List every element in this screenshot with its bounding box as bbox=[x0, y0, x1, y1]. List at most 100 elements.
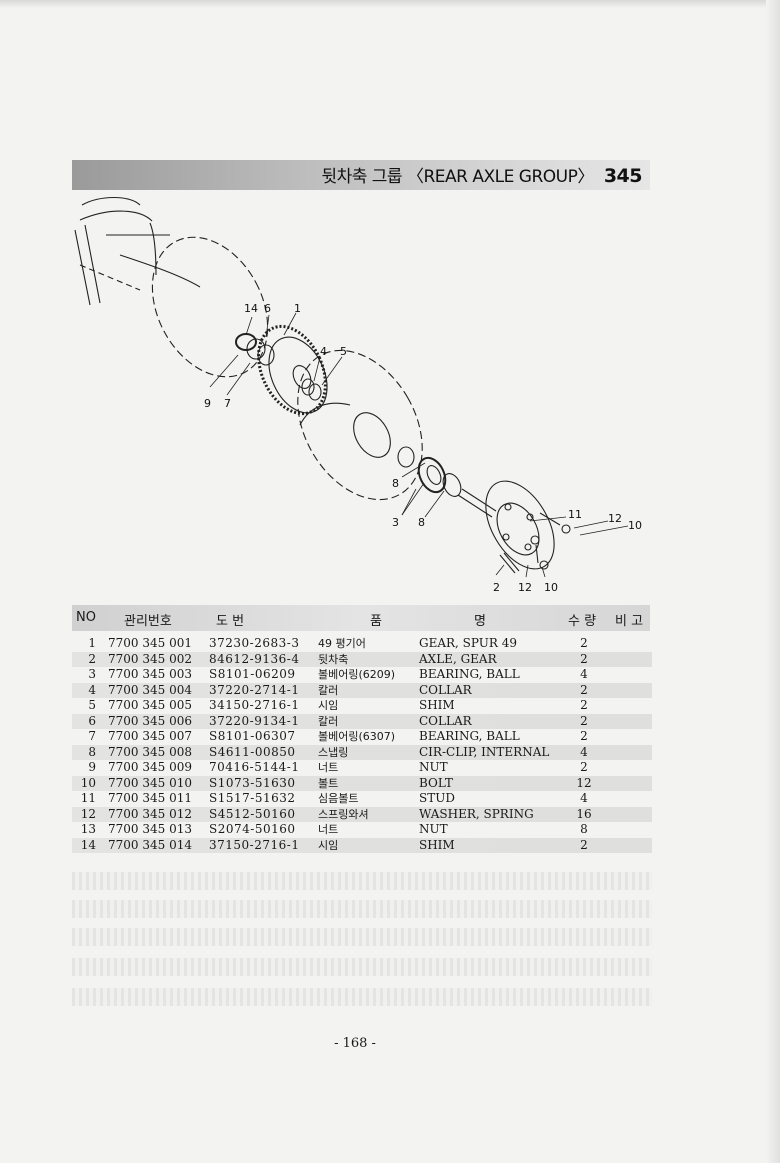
cover-plate bbox=[297, 349, 423, 501]
row-mgmt: 7700 345 013 bbox=[108, 822, 192, 836]
callout-label: 4 bbox=[320, 345, 327, 358]
page-edge bbox=[766, 0, 780, 1163]
row-qty: 2 bbox=[580, 682, 588, 697]
exploded-view-diagram: 14 6 1 4 5 9 7 8 3 8 11 12 10 2 12 10 bbox=[74, 197, 642, 594]
row-drawing: S8101-06209 bbox=[209, 667, 296, 681]
row-part-korean: 볼베어링(6307) bbox=[318, 730, 396, 743]
row-mgmt: 7700 345 008 bbox=[108, 744, 192, 759]
row-mgmt: 7700 345 014 bbox=[108, 837, 192, 852]
row-part-korean: 심음볼트 bbox=[318, 792, 359, 805]
row-qty: 2 bbox=[580, 636, 588, 650]
row-qty: 8 bbox=[580, 822, 588, 836]
row-part-korean: 시임 bbox=[318, 699, 339, 712]
callout-label: 2 bbox=[493, 581, 500, 594]
row-drawing: 70416-5144-1 bbox=[209, 760, 300, 774]
row-drawing: 37220-9134-1 bbox=[209, 713, 300, 728]
row-qty: 2 bbox=[580, 651, 588, 666]
row-no: 2 bbox=[88, 651, 96, 666]
row-no: 7 bbox=[88, 729, 96, 743]
header-no: NO bbox=[76, 610, 96, 625]
row-drawing: S8101-06307 bbox=[209, 729, 296, 743]
row-mgmt: 7700 345 012 bbox=[108, 806, 192, 821]
row-no: 3 bbox=[88, 667, 96, 681]
header-drawing: 도 번 bbox=[216, 614, 245, 629]
section-title-text: 뒷차축 그룹 〈REAR AXLE GROUP〉 bbox=[321, 167, 594, 187]
callout-label: 9 bbox=[204, 397, 211, 410]
row-part-korean: 칼러 bbox=[318, 714, 339, 728]
callout-label: 14 bbox=[244, 302, 258, 315]
row-no: 14 bbox=[80, 837, 96, 852]
leader-lines bbox=[209, 312, 629, 578]
row-mgmt: 7700 345 001 bbox=[108, 636, 192, 650]
row-part-korean: 너트 bbox=[318, 761, 339, 774]
row-part-korean: 볼트 bbox=[318, 776, 339, 790]
row-qty: 16 bbox=[576, 806, 592, 821]
row-qty: 2 bbox=[580, 837, 588, 852]
row-no: 1 bbox=[88, 636, 96, 650]
row-no: 6 bbox=[88, 713, 96, 728]
callout-label: 10 bbox=[544, 581, 558, 594]
row-qty: 4 bbox=[580, 791, 588, 805]
scan-noise bbox=[72, 988, 652, 1006]
row-no: 4 bbox=[88, 682, 96, 697]
row-part-name: STUD bbox=[419, 791, 455, 805]
row-part-name: BEARING, BALL bbox=[419, 729, 520, 743]
row-part-korean: 49 평기어 bbox=[318, 637, 366, 650]
row-mgmt: 7700 345 004 bbox=[108, 682, 192, 697]
callout-label: 8 bbox=[392, 477, 399, 490]
row-drawing: S4611-00850 bbox=[209, 744, 296, 759]
callout-label: 6 bbox=[264, 302, 271, 315]
callout-label: 11 bbox=[568, 508, 582, 521]
row-qty: 12 bbox=[576, 775, 592, 790]
row-part-name: BEARING, BALL bbox=[419, 667, 520, 681]
row-part-name: SHIM bbox=[419, 698, 455, 712]
axle-flange bbox=[457, 480, 555, 574]
callout-label: 3 bbox=[392, 516, 399, 529]
table-header: NO 관리번호 도 번 품 명 수 량 비 고 bbox=[72, 605, 650, 631]
header-part: 품 bbox=[370, 614, 382, 629]
row-no: 12 bbox=[80, 806, 96, 821]
row-drawing: 34150-2716-1 bbox=[209, 698, 300, 712]
header-qty: 수 량 bbox=[568, 614, 597, 629]
callout-label: 12 bbox=[518, 581, 532, 594]
row-mgmt: 7700 345 002 bbox=[108, 651, 192, 666]
row-mgmt: 7700 345 010 bbox=[108, 775, 192, 790]
scan-noise bbox=[72, 958, 652, 976]
header-note: 비 고 bbox=[615, 614, 644, 629]
row-qty: 4 bbox=[580, 667, 588, 681]
page-edge bbox=[0, 0, 780, 8]
row-qty: 2 bbox=[580, 698, 588, 712]
bearings bbox=[417, 456, 462, 497]
scan-noise bbox=[72, 872, 652, 890]
row-qty: 2 bbox=[580, 760, 588, 774]
page-number: - 168 - bbox=[334, 1036, 376, 1051]
row-part-korean: 칼러 bbox=[318, 683, 339, 697]
row-no: 8 bbox=[88, 744, 96, 759]
row-drawing: S1517-51632 bbox=[209, 791, 296, 805]
callout-label: 8 bbox=[418, 516, 425, 529]
row-part-name: SHIM bbox=[419, 837, 455, 852]
row-qty: 2 bbox=[580, 713, 588, 728]
header-name: 명 bbox=[474, 614, 486, 629]
row-no: 9 bbox=[88, 760, 96, 774]
scan-noise bbox=[72, 900, 652, 918]
row-drawing: S4512-50160 bbox=[209, 806, 296, 821]
callout-label: 12 bbox=[608, 512, 622, 525]
scan-noise bbox=[72, 928, 652, 946]
row-part-name: GEAR, SPUR 49 bbox=[419, 636, 517, 650]
row-part-name: AXLE, GEAR bbox=[419, 651, 497, 666]
header-mgmt: 관리번호 bbox=[124, 614, 172, 629]
callout-label: 5 bbox=[340, 345, 347, 358]
row-part-name: COLLAR bbox=[419, 713, 472, 728]
callout-label: 1 bbox=[294, 302, 301, 315]
row-part-name: NUT bbox=[419, 760, 448, 774]
